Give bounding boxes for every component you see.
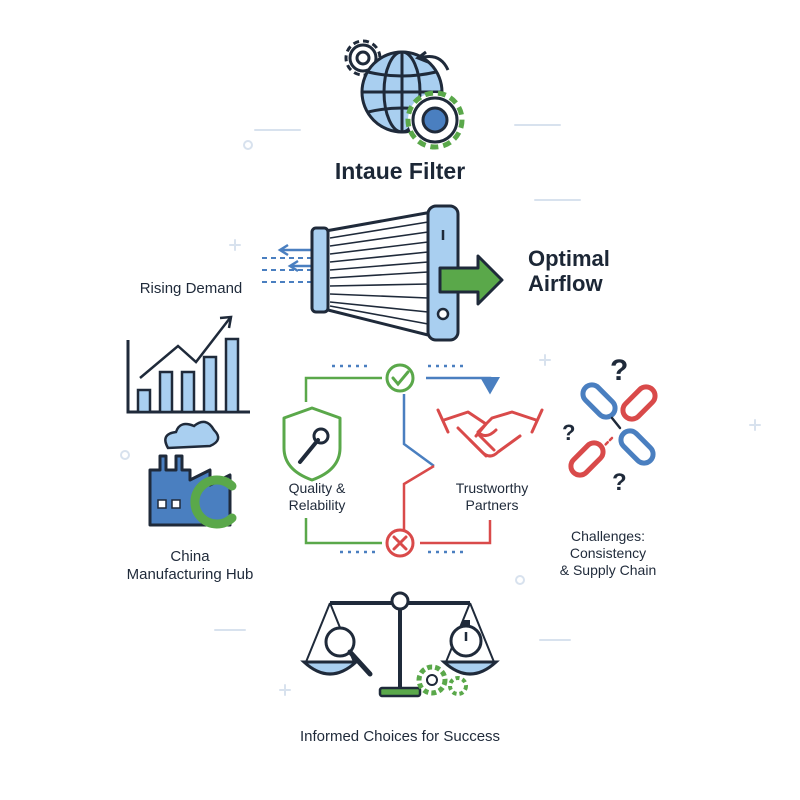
quality-line-2: Relability [288,496,346,513]
airflow-line-2: Airflow [528,271,603,297]
challenges-line-2: Consistency [569,544,647,561]
small-gear-icon [344,39,382,77]
green-connector [304,376,382,545]
handshake-icon [436,408,544,458]
globe-gear-icon [344,39,465,150]
magnifier-icon [324,626,373,677]
large-gear-icon [405,90,465,150]
gears-icon [416,664,468,696]
background-decor [120,124,761,696]
informed-choices-label: Informed Choices for Success [299,728,501,745]
rising-demand-label: Rising Demand [139,280,243,297]
broken-chain-icon: ? ? ? [562,354,658,496]
optimal-airflow-label: Optimal Airflow [528,246,668,297]
partners-label: Trustworthy Partners [432,480,552,514]
stopwatch-icon [449,620,483,658]
page-title: Intaue Filter [334,158,466,184]
balance-scale-icon [300,591,500,698]
svg-text:?: ? [562,420,575,445]
air-filter-icon [262,204,504,342]
red-connector [402,464,492,545]
cross-icon [385,528,415,558]
china-line-2: Manufacturing Hub [126,566,254,583]
svg-text:?: ? [610,354,628,387]
bar-chart-icon [126,315,250,414]
quality-line-1: Quality & [288,480,346,496]
challenges-line-1: Challenges: [571,528,645,544]
china-line-1: China [170,548,210,565]
airflow-line-1: Optimal [528,246,610,271]
blue-connector [332,364,500,554]
partners-line-2: Partners [465,496,519,513]
factory-icon [148,420,237,529]
challenges-label: Challenges: Consistency & Supply Chain [538,528,678,578]
shield-wrench-icon [282,406,342,482]
arrow-right-icon [438,254,504,306]
challenges-line-3: & Supply Chain [559,561,657,578]
china-hub-label: China Manufacturing Hub [105,548,275,584]
quality-label: Quality & Relability [262,480,372,514]
svg-text:?: ? [612,469,627,496]
check-icon [385,363,415,393]
partners-line-1: Trustworthy [455,480,529,496]
